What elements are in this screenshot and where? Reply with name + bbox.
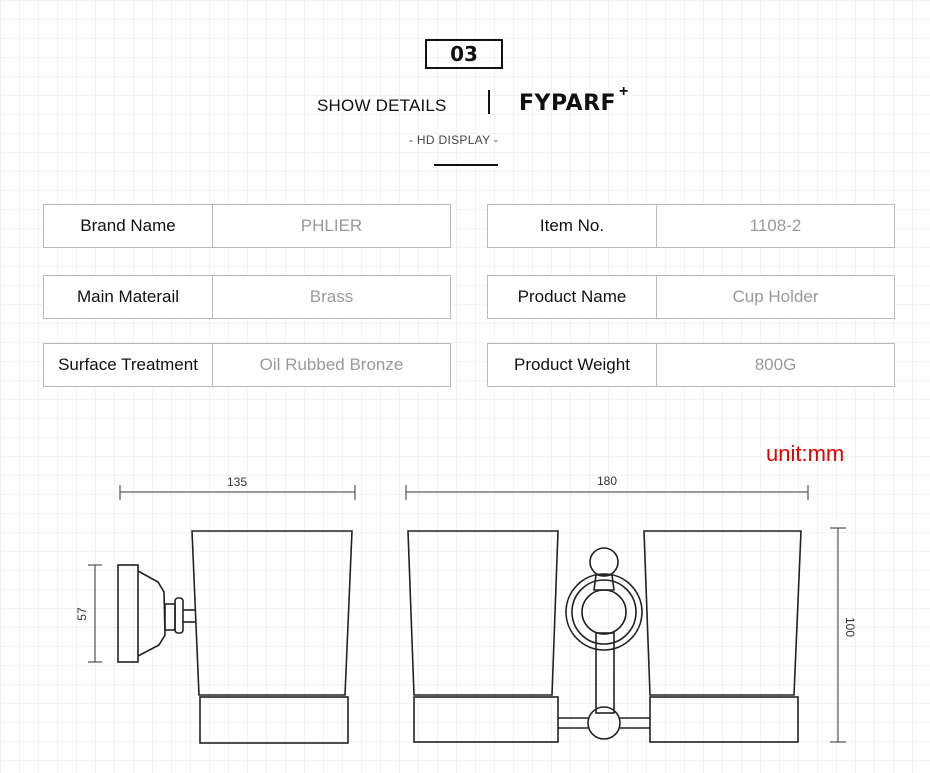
spec-value: Cup Holder bbox=[732, 287, 819, 306]
front-left-holder-ring bbox=[413, 696, 559, 743]
spec-value: 1108-2 bbox=[749, 216, 802, 235]
spec-label: Brand Name bbox=[44, 205, 213, 247]
side-wall-plate bbox=[117, 564, 139, 663]
spec-row-product-name: Product Name Cup Holder bbox=[487, 275, 895, 319]
dim-base-label: 57 bbox=[75, 607, 89, 621]
plus-mark: + bbox=[619, 83, 629, 100]
spec-value: PHLIER bbox=[300, 216, 363, 235]
spec-row-item-no: Item No. 1108-2 bbox=[487, 204, 895, 248]
spec-label: Product Name bbox=[488, 276, 657, 318]
spec-label: Item No. bbox=[488, 205, 657, 247]
spec-row-surface-treatment: Surface Treatment Oil Rubbed Bronze bbox=[43, 343, 451, 387]
dim-height-label: 100 bbox=[843, 617, 857, 637]
technical-drawing: 135 180 57 100 bbox=[75, 474, 857, 744]
spec-row-main-material: Main Materail Brass bbox=[43, 275, 451, 319]
side-cup-holder-ring bbox=[199, 696, 349, 744]
spec-value: Brass bbox=[309, 287, 354, 306]
mount-inner-ring bbox=[581, 589, 627, 635]
side-mount-base bbox=[137, 570, 166, 657]
section-number-badge: 03 bbox=[425, 39, 503, 69]
dim-width-label: 180 bbox=[597, 474, 617, 488]
dim-depth-label: 135 bbox=[227, 475, 247, 489]
title-divider bbox=[488, 90, 490, 114]
front-right-holder-ring bbox=[649, 696, 799, 743]
side-arm-knob bbox=[174, 597, 184, 634]
mount-bottom-knob bbox=[587, 706, 621, 740]
mount-outer-ring bbox=[565, 573, 643, 651]
spec-row-product-weight: Product Weight 800G bbox=[487, 343, 895, 387]
spec-value: 800G bbox=[754, 355, 797, 374]
unit-note: unit:mm bbox=[766, 441, 845, 466]
spec-label: Main Materail bbox=[44, 276, 213, 318]
spec-label: Product Weight bbox=[488, 344, 657, 386]
hd-display-subtitle: - HD DISPLAY - bbox=[409, 133, 499, 147]
subtitle-underline bbox=[434, 164, 498, 166]
spec-label: Surface Treatment bbox=[44, 344, 213, 386]
side-cup bbox=[191, 530, 353, 696]
front-right-cup bbox=[643, 530, 802, 696]
mount-top-knob bbox=[589, 547, 619, 577]
mount-post bbox=[595, 632, 615, 714]
front-left-cup bbox=[407, 530, 559, 696]
spec-value: Oil Rubbed Bronze bbox=[259, 355, 404, 374]
spec-row-brand-name: Brand Name PHLIER bbox=[43, 204, 451, 248]
show-details-title: SHOW DETAILS bbox=[317, 96, 447, 115]
brand-logo-text: FYPARF bbox=[519, 91, 617, 116]
